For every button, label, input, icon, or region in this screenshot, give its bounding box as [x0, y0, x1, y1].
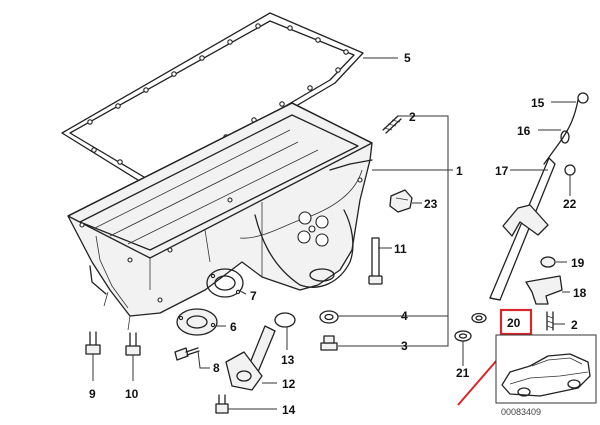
reference-code: 00083409: [501, 407, 541, 417]
callout-10: 10: [125, 387, 139, 401]
bolt-10: [125, 332, 141, 356]
callout-6: 6: [230, 320, 237, 334]
callout-21: 21: [456, 366, 470, 380]
callout-7: 7: [250, 289, 257, 303]
gasket-ring: [206, 268, 244, 298]
leader-lines: [92, 57, 576, 410]
sealing-washer: [319, 310, 339, 324]
oil-level-sensor: [225, 325, 276, 391]
bolt-2-right: [546, 311, 554, 331]
callout-15: 15: [531, 96, 545, 110]
callout-8: 8: [213, 361, 220, 375]
bracket-18: [525, 275, 563, 305]
retaining-clip: [389, 189, 413, 213]
callout-16: 16: [517, 124, 531, 138]
callout-1: 1: [456, 164, 463, 178]
car-thumbnail: 00083409: [495, 334, 597, 417]
callout-3: 3: [401, 339, 408, 353]
callout-9: 9: [89, 387, 96, 401]
callout-5: 5: [404, 51, 411, 65]
bolt-19: [540, 256, 556, 268]
callout-2-top: 2: [409, 110, 416, 124]
long-bolt: [368, 237, 383, 285]
o-ring: [274, 312, 296, 328]
callout-4: 4: [401, 309, 408, 323]
callout-14: 14: [282, 403, 296, 417]
stud-bolt: [382, 115, 402, 134]
drain-plug: [320, 335, 338, 351]
callout-19: 19: [571, 256, 585, 270]
highlight-box: [499, 308, 533, 336]
callout-13: 13: [281, 353, 295, 367]
callout-20: 20: [507, 316, 521, 330]
dipstick-o-ring: [560, 130, 570, 144]
oil-pan: [67, 102, 373, 331]
callout-2-right: 2: [571, 318, 578, 332]
cover-plate: [176, 308, 218, 336]
dipstick: [543, 92, 589, 165]
callout-22: 22: [563, 197, 577, 211]
callout-11: 11: [394, 242, 407, 256]
callout-18: 18: [573, 286, 587, 300]
guide-tube: [489, 157, 556, 301]
callout-12: 12: [282, 377, 296, 391]
short-screw: [174, 347, 200, 361]
clip-22: [564, 164, 576, 176]
highlighted-callout-20: 20: [499, 308, 533, 336]
callout-23: 23: [424, 197, 438, 211]
callout-17: 17: [495, 164, 509, 178]
bolt-9: [85, 331, 101, 355]
washers-21: [454, 312, 487, 342]
thumbnail-frame: [495, 334, 597, 404]
screw-14: [215, 394, 229, 414]
callout-numbers: 5 2 1 23 11 4 3 7 6 8 9 10 13 12 14 15 1…: [89, 51, 587, 417]
